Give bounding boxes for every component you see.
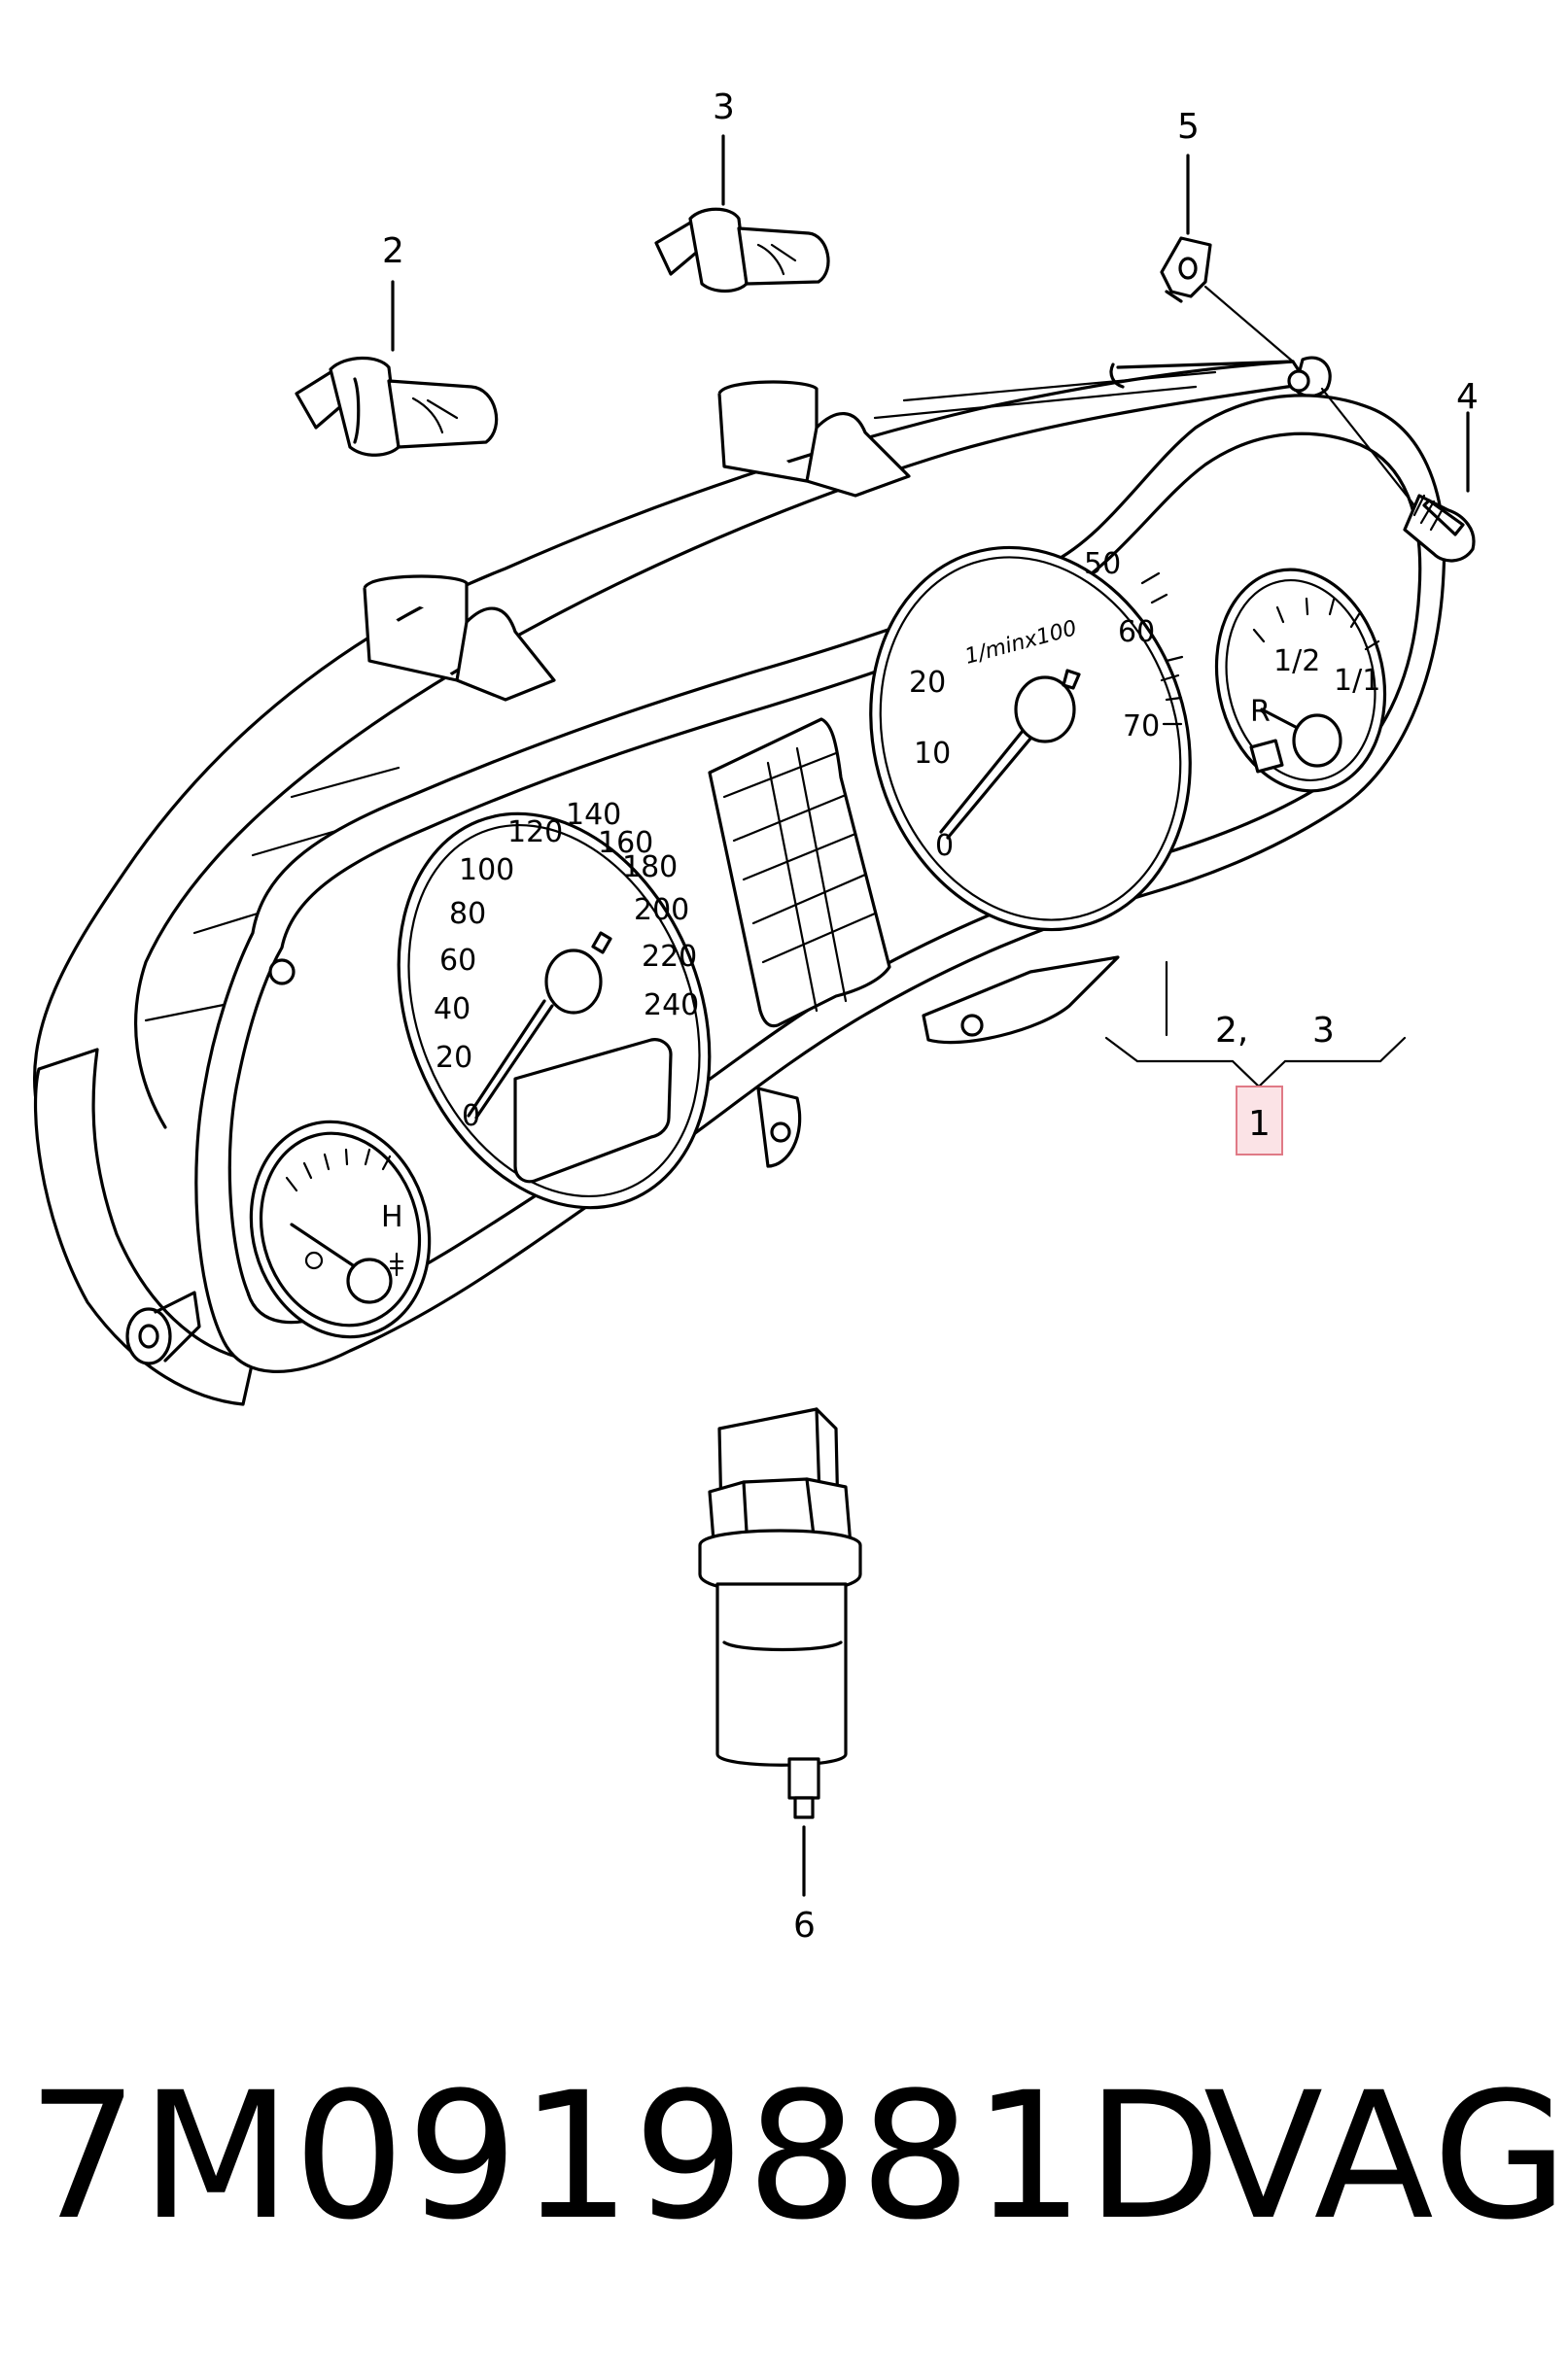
callout-2: 2: [382, 231, 404, 271]
fuel-gauge: 1/2 1/1 R: [1214, 568, 1387, 793]
callout-group-2: 2,: [1215, 1011, 1248, 1051]
speedometer-tick-120: 120: [507, 815, 563, 849]
clip-5-leader: [1203, 285, 1295, 363]
callout-group-3: 3: [1312, 1011, 1335, 1051]
callout-1: 1: [1248, 1104, 1271, 1144]
speedometer-tick-80: 80: [449, 897, 486, 931]
speedometer-tick-20: 20: [436, 1041, 472, 1075]
speedometer-tick-160: 160: [598, 826, 653, 860]
speedometer-tick-60: 60: [439, 944, 476, 978]
tachometer-tick-50: 50: [1084, 547, 1121, 581]
tachometer: 0 10 20 1/minx100 50 60 70: [869, 545, 1192, 932]
item-1-highlight: [1236, 1086, 1283, 1156]
clip-5: [1160, 236, 1212, 303]
group-bracket: [1104, 960, 1407, 1088]
tachometer-tick-20: 20: [909, 666, 946, 700]
screw-4: [1320, 387, 1476, 563]
temp-hot-label: H: [381, 1200, 403, 1234]
fuel-reserve-label: R: [1250, 695, 1271, 729]
speedometer: 0 20 40 60 80 100 120 140 160 180 200 22…: [397, 798, 712, 1210]
fuel-full-label: 1/1: [1334, 664, 1380, 698]
speedometer-tick-140: 140: [566, 798, 621, 832]
speed-sender-6: [698, 1407, 862, 1819]
tachometer-tick-10: 10: [914, 737, 951, 771]
brand-name: VAG: [1203, 2055, 1568, 2259]
callout-5: 5: [1177, 107, 1200, 147]
speedometer-tick-240: 240: [644, 988, 699, 1022]
callout-3: 3: [713, 87, 735, 127]
bulb-holder-3: [654, 207, 830, 293]
warning-light-panel: [708, 717, 891, 1028]
callout-6: 6: [793, 1906, 816, 1946]
callout-4: 4: [1456, 377, 1479, 417]
part-number: 7M0919881D: [27, 2055, 1224, 2259]
speedometer-tick-40: 40: [434, 992, 470, 1026]
tachometer-tick-70: 70: [1123, 709, 1160, 743]
instrument-cluster: [33, 356, 1332, 1406]
speedometer-tick-200: 200: [634, 893, 689, 927]
speedometer-tick-180: 180: [622, 850, 678, 884]
speedometer-tick-100: 100: [459, 853, 514, 887]
fuel-half-label: 1/2: [1273, 644, 1320, 678]
temperature-gauge: H: [249, 1120, 432, 1339]
bulb-holder-2: [295, 356, 499, 457]
speedometer-tick-220: 220: [642, 940, 697, 974]
tachometer-tick-60: 60: [1118, 615, 1155, 649]
